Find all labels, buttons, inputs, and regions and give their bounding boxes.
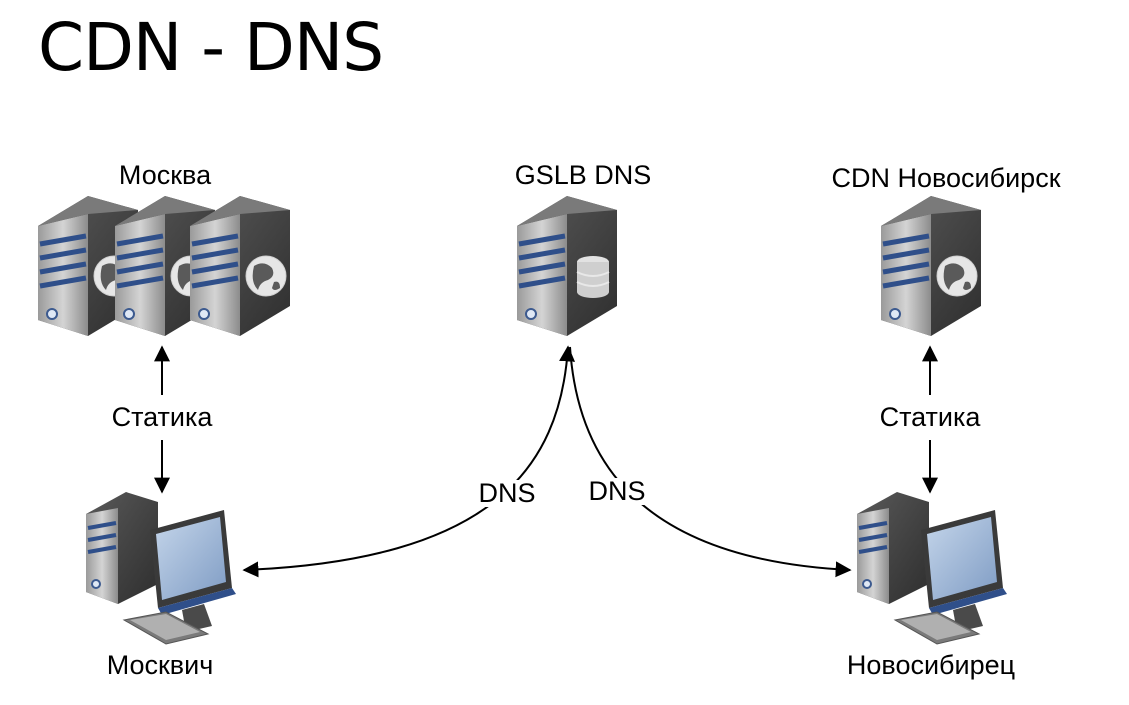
page-title: CDN - DNS: [38, 9, 384, 86]
moscow-server-cluster-icon: [38, 196, 290, 336]
novosibirsk-static-label: Статика: [879, 402, 981, 432]
moscow-user-label: Москвич: [106, 650, 214, 680]
moscow-user-computer-icon: [84, 490, 238, 646]
dns-left-connector: [242, 345, 576, 578]
moscow-static-label: Статика: [111, 402, 213, 432]
dns-right-connector: [569, 346, 852, 578]
cdn-novosibirsk-label: CDN Новосибирск: [831, 163, 1061, 193]
gslb-dns-label: GSLB DNS: [514, 160, 652, 190]
dns-left-label: DNS: [478, 478, 536, 508]
cdn-novosibirsk-server-icon: [881, 196, 981, 336]
moscow-label: Москва: [118, 160, 212, 190]
novosibirsk-user-label: Новосибирец: [846, 650, 1016, 680]
novosibirsk-user-computer-icon: [855, 490, 1009, 646]
gslb-dns-server-icon: [517, 196, 617, 336]
dns-right-label: DNS: [588, 476, 646, 506]
